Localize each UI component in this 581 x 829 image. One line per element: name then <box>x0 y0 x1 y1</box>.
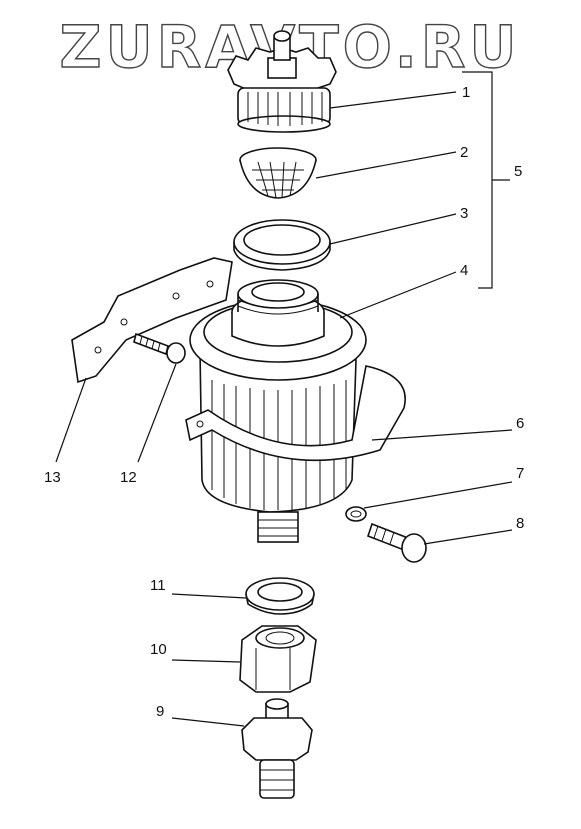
washer-7-part <box>345 506 367 522</box>
bracket-part <box>71 257 233 384</box>
callout-5: 5 <box>514 163 522 180</box>
gasket-11-part <box>245 577 315 615</box>
leader-lines <box>55 91 513 727</box>
callout-7: 7 <box>516 465 524 482</box>
seal-ring-part <box>233 219 331 271</box>
callout-11: 11 <box>150 577 166 594</box>
strap-clamp-part <box>185 365 406 462</box>
group-bracket-5 <box>462 71 510 289</box>
callout-2: 2 <box>460 144 468 161</box>
nut-10-part <box>239 625 317 693</box>
callout-8: 8 <box>516 515 524 532</box>
reservoir-body <box>189 279 367 543</box>
cap-part <box>227 30 337 133</box>
screw-12-part <box>133 332 186 364</box>
bolt-8-part <box>367 522 427 563</box>
callout-13: 13 <box>44 469 61 486</box>
fitting-9-part <box>241 698 313 799</box>
strainer-part <box>239 147 317 199</box>
callout-10: 10 <box>150 641 167 658</box>
callout-12: 12 <box>120 469 137 486</box>
callout-9: 9 <box>156 703 164 720</box>
callout-4: 4 <box>460 262 468 279</box>
callout-1: 1 <box>462 84 470 101</box>
callout-6: 6 <box>516 415 524 432</box>
callout-3: 3 <box>460 205 468 222</box>
